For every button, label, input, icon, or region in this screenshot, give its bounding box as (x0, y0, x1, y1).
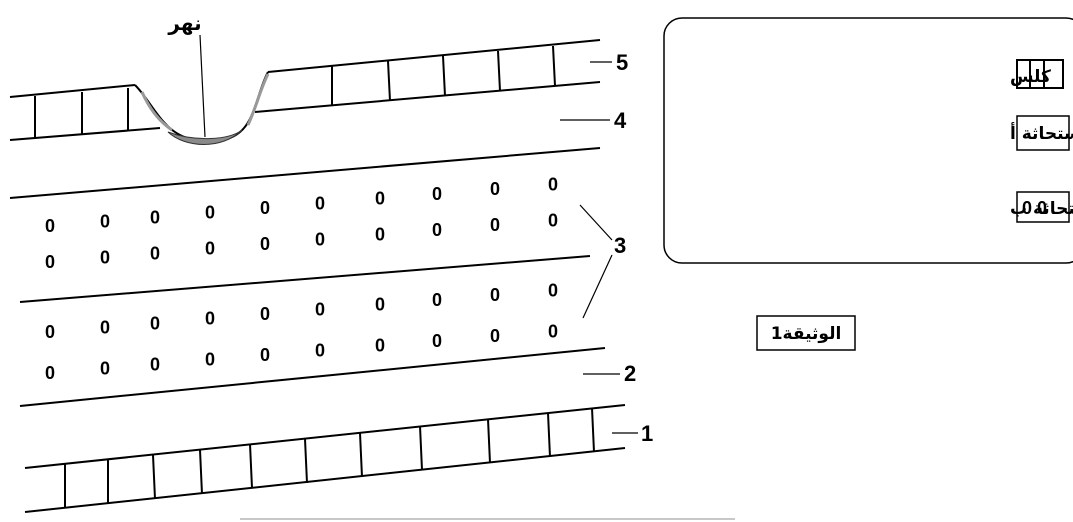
clay-symbol-mark: 0 (490, 285, 500, 305)
clay-symbol-mark: 0 (45, 322, 55, 342)
clay-symbol-mark: 0 (260, 345, 270, 365)
clay-symbol-mark: 0 (315, 194, 325, 214)
layer-1-limestone (24, 404, 626, 513)
clay-symbol-mark: 0 (260, 304, 270, 324)
clay-symbol-mark: 0 (100, 211, 110, 231)
river-valley (134, 34, 270, 145)
limestone-symbol (1016, 59, 1064, 89)
clay-symbol-mark: 0 (375, 295, 385, 315)
clay-symbol-mark: 0 (548, 280, 558, 300)
clay-symbol-mark: 0 (548, 210, 558, 230)
clay-symbol-mark: 0 (375, 189, 385, 209)
clay-symbol-mark: 0 (315, 230, 325, 250)
clay-symbol-mark: 0 (205, 350, 215, 370)
clay-symbol-mark: 0 (315, 300, 325, 320)
clay-symbol-mark: 0 (490, 215, 500, 235)
clay-symbol: 0 0 (1016, 191, 1070, 223)
clay-symbol-mark: 0 (45, 252, 55, 272)
clay-symbol-mark: 0 (315, 341, 325, 361)
svg-text:0 0: 0 0 (1022, 198, 1047, 218)
number-leader-lines (560, 61, 638, 434)
legend-clay-label: طين يحتوي على المستحاثة ب (1010, 199, 1073, 219)
legend-limestone-label: كلس (1010, 67, 1051, 87)
clay-symbol-mark: 0 (45, 216, 55, 236)
clay-symbol-mark: 0 (45, 363, 55, 383)
layer-number-3: 3 (614, 233, 626, 258)
clay-symbol-mark: 0 (375, 225, 385, 245)
clay-symbol-mark: 0 (150, 243, 160, 263)
clay-symbol-mark: 0 (432, 331, 442, 351)
clay-symbol-mark: 0 (150, 207, 160, 227)
shale-symbol (1016, 115, 1070, 151)
clay-symbol-mark: 0 (548, 174, 558, 194)
clay-symbol-mark: 0 (205, 309, 215, 329)
clay-symbol-mark: 0 (205, 239, 215, 259)
layer-number-1: 1 (641, 421, 653, 446)
legend: كلس سجيل يحتوي على المستحاثة أ 0 0 طين ي… (663, 17, 1073, 264)
document-label: الوثيقة1 (756, 315, 856, 351)
clay-symbol-mark: 0 (432, 220, 442, 240)
layer-number-4: 4 (614, 108, 627, 133)
clay-symbol-mark: 0 (150, 354, 160, 374)
svg-text:الوثيقة1: الوثيقة1 (771, 324, 842, 344)
layer-number-2: 2 (624, 361, 636, 386)
clay-symbol-mark: 0 (100, 247, 110, 267)
clay-symbol-mark: 0 (375, 336, 385, 356)
river-label: نهر (167, 11, 201, 35)
clay-symbol-mark: 0 (260, 198, 270, 218)
layer-3-clay-symbols: 0 0 0 0 0 0 0 0 0 0 0 0 0 0 0 0 0 0 0 0 0 0 0 0 0 0 0 0 0 0 0 0 0 0 0 0 0 0 0 0 (45, 174, 558, 383)
clay-symbol-mark: 0 (205, 203, 215, 223)
clay-symbol-mark: 0 (432, 290, 442, 310)
layer-4-lower-boundary (9, 147, 601, 199)
layer-number-5: 5 (616, 50, 628, 75)
legend-shale-label: سجيل يحتوي على المستحاثة أ (1010, 122, 1073, 144)
layer-3-lower-boundary (19, 347, 606, 407)
clay-symbol-mark: 0 (260, 234, 270, 254)
layer-5-limestone (9, 39, 601, 141)
clay-symbol-mark: 0 (490, 179, 500, 199)
clay-symbol-mark: 0 (100, 358, 110, 378)
clay-symbol-mark: 0 (432, 184, 442, 204)
layer-3-middle-boundary (19, 255, 591, 303)
clay-symbol-mark: 0 (100, 317, 110, 337)
clay-symbol-mark: 0 (548, 321, 558, 341)
clay-symbol-mark: 0 (150, 313, 160, 333)
clay-symbol-mark: 0 (490, 326, 500, 346)
